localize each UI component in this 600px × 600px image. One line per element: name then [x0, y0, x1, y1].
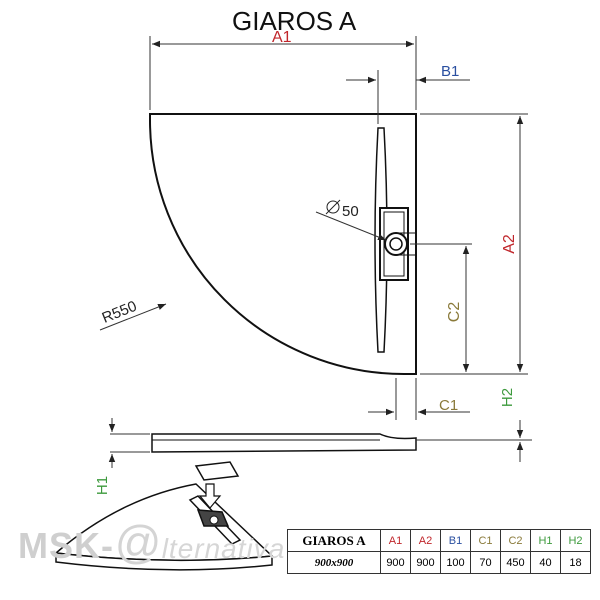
watermark-tail: lternativa — [161, 533, 286, 564]
dimension-b1-lines — [346, 70, 470, 124]
watermark-left: MSK- — [18, 525, 114, 566]
spec-header-b1: B1 — [440, 529, 471, 552]
dimension-c2-lines — [410, 243, 472, 372]
diameter-leader — [315, 211, 387, 241]
tray-3d-view — [54, 483, 274, 571]
spec-header-row: GIAROS A A1 A2 B1 C1 C2 H1 H2 — [287, 529, 591, 552]
drain-outlet — [384, 232, 408, 256]
spec-value-c1: 70 — [470, 551, 501, 574]
spec-size-label: 900x900 — [287, 551, 381, 574]
label-a1: A1 — [272, 29, 292, 46]
spec-value-h1: 40 — [530, 551, 561, 574]
drain-cover-piece — [194, 461, 240, 481]
spec-value-a2: 900 — [410, 551, 441, 574]
label-c2: C2 — [446, 301, 464, 323]
dimension-a2-lines — [420, 113, 528, 375]
spec-header-a2: A2 — [410, 529, 441, 552]
tray-top-view-outline — [149, 113, 417, 375]
spec-value-a1: 900 — [380, 551, 411, 574]
radius-leader — [99, 303, 167, 331]
dimension-c1-lines — [368, 378, 470, 420]
spec-value-b1: 100 — [440, 551, 471, 574]
drawing-title: GIAROS A — [232, 6, 357, 36]
diameter-symbol — [326, 200, 340, 214]
label-h2: H2 — [499, 387, 517, 408]
spec-header-c2: C2 — [500, 529, 531, 552]
insert-arrow — [198, 483, 222, 509]
spec-header-h1: H1 — [530, 529, 561, 552]
spec-header-h2: H2 — [560, 529, 591, 552]
spec-header-c1: C1 — [470, 529, 501, 552]
spec-value-row: 900x900 900 900 100 70 450 40 18 — [287, 551, 591, 574]
watermark-at: @ — [114, 516, 162, 568]
tray-side-view — [151, 433, 417, 453]
label-a2: A2 — [500, 234, 518, 254]
label-diameter: 50 — [342, 203, 359, 220]
label-b1: B1 — [441, 63, 460, 80]
label-h1: H1 — [94, 475, 112, 496]
spec-header-a1: A1 — [380, 529, 411, 552]
spec-value-c2: 450 — [500, 551, 531, 574]
spec-value-h2: 18 — [560, 551, 591, 574]
label-c1: C1 — [439, 397, 459, 414]
dimension-a1-lines — [149, 36, 417, 110]
spec-table: GIAROS A A1 A2 B1 C1 C2 H1 H2 900x900 90… — [287, 529, 591, 574]
spec-model-label: GIAROS A — [287, 529, 381, 552]
watermark: MSK-@lternativa — [18, 515, 285, 569]
